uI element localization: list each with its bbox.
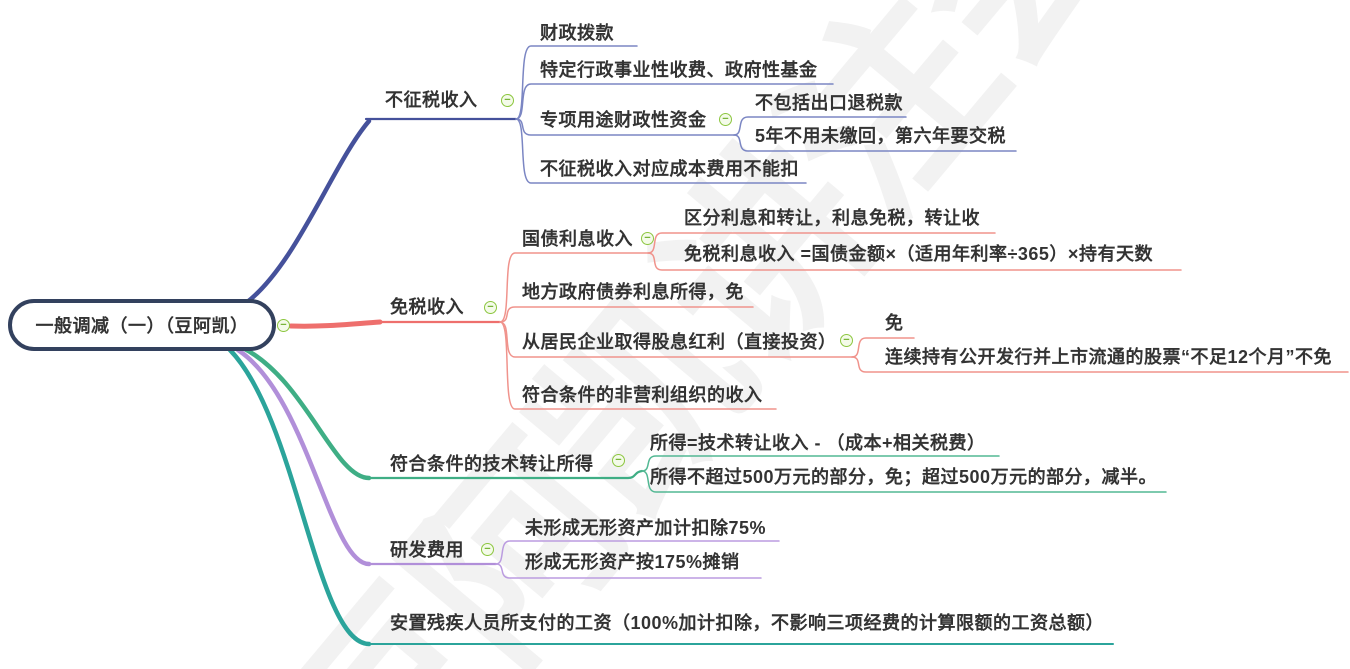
- branch1-main-edges: [243, 117, 518, 306]
- topic-exempt[interactable]: 免: [885, 313, 904, 333]
- topic-tax-exempt-income[interactable]: 免税收入: [390, 297, 464, 317]
- topic-nonprofit-income[interactable]: 符合条件的非营利组织的收入: [522, 385, 763, 405]
- topic-no-intangible-75pct[interactable]: 未形成无形资产加计扣除75%: [525, 518, 767, 538]
- topic-special-purpose-funds[interactable]: 专项用途财政性资金: [540, 110, 707, 130]
- root-topic-label: 一般调减（一）（豆阿凯）: [35, 316, 249, 336]
- topic-local-govt-bond-interest[interactable]: 地方政府债券利息所得，免: [522, 282, 744, 302]
- topic-interest-vs-transfer[interactable]: 区分利息和转让，利息免税，转让收: [684, 208, 980, 228]
- topic-tech-transfer-income[interactable]: 符合条件的技术转让所得: [390, 454, 594, 474]
- topic-exempt-interest-formula[interactable]: 免税利息收入 =国债金额×（适用年利率÷365）×持有天数: [684, 244, 1153, 264]
- collapse-special-funds-icon[interactable]: −: [719, 113, 732, 126]
- collapse-branch1-icon[interactable]: −: [501, 94, 514, 107]
- branch3-main-edges: [240, 345, 644, 481]
- topic-fiscal-appropriation[interactable]: 财政拨款: [540, 23, 614, 43]
- branch4-child-edges: [495, 540, 780, 579]
- branch3-child-edges: [641, 455, 1167, 493]
- topic-cost-not-deductible[interactable]: 不征税收入对应成本费用不能扣: [540, 159, 799, 179]
- topic-5m-exempt-half-rule[interactable]: 所得不超过500万元的部分，免；超过500万元的部分，减半。: [650, 467, 1158, 487]
- branch2-main-edges: [288, 319, 502, 329]
- topic-intangible-175pct[interactable]: 形成无形资产按175%摊销: [525, 552, 740, 572]
- branch5-main-edges: [227, 347, 1114, 647]
- topic-rd-expenses[interactable]: 研发费用: [390, 540, 464, 560]
- topic-export-rebate-excluded[interactable]: 不包括出口退税款: [755, 93, 903, 113]
- root-topic[interactable]: 一般调减（一）（豆阿凯）: [8, 299, 276, 351]
- topic-income-formula[interactable]: 所得=技术转让收入 - （成本+相关税费）: [650, 433, 986, 453]
- topic-admin-fees-govt-funds[interactable]: 特定行政事业性收费、政府性基金: [540, 60, 818, 80]
- collapse-branch2-icon[interactable]: −: [484, 301, 497, 314]
- topic-disabled-staff-wages[interactable]: 安置残疾人员所支付的工资（100%加计扣除，不影响三项经费的计算限额的工资总额）: [390, 613, 1105, 633]
- collapse-branch4-icon[interactable]: −: [481, 543, 494, 556]
- topic-five-year-unreturned[interactable]: 5年不用未缴回，第六年要交税: [755, 126, 1007, 146]
- topic-under-12-months-not-exempt[interactable]: 连续持有公开发行并上市流通的股票“不足12个月”不免: [885, 347, 1333, 367]
- collapse-root-icon[interactable]: −: [277, 319, 290, 332]
- collapse-bond-interest-icon[interactable]: −: [641, 232, 654, 245]
- branch1-child-edges: [515, 45, 1017, 184]
- topic-non-taxable-income[interactable]: 不征税收入: [385, 90, 478, 110]
- branch2-child-edges: [499, 232, 1349, 410]
- topic-resident-dividends[interactable]: 从居民企业取得股息红利（直接投资）: [522, 332, 837, 352]
- collapse-dividends-icon[interactable]: −: [840, 334, 853, 347]
- branch4-main-edges: [235, 347, 498, 567]
- topic-treasury-bond-interest[interactable]: 国债利息收入: [522, 229, 633, 249]
- collapse-branch3-icon[interactable]: −: [612, 454, 625, 467]
